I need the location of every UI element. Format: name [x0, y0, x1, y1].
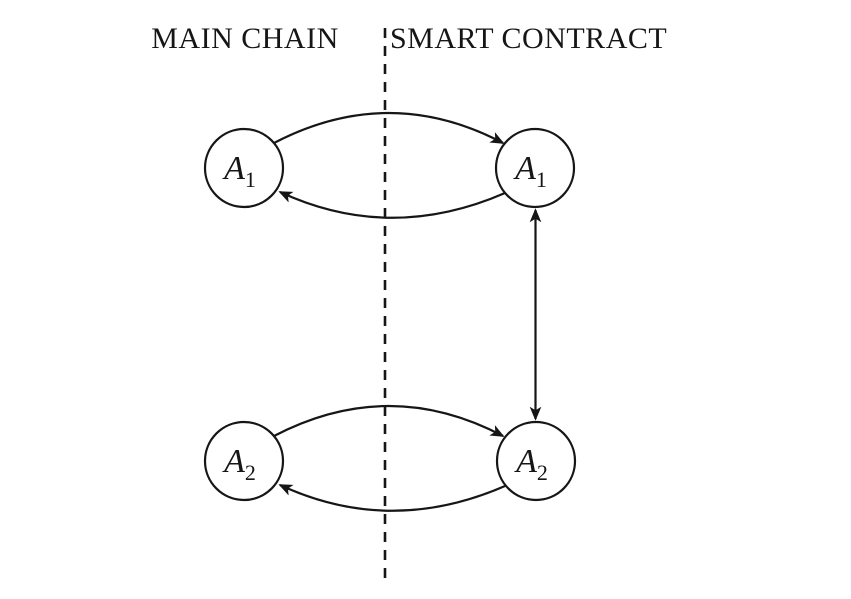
main-chain-a1-label: A1 [222, 150, 256, 192]
node-label-subscript: 1 [245, 167, 256, 192]
edge-main-a2-to-contract-a2 [273, 404, 505, 437]
main-chain-a2-label: A2 [222, 443, 256, 485]
smart-contract-a2-node [495, 420, 577, 502]
smart-contract-a1-node [494, 127, 576, 209]
main-chain-header: MAIN CHAIN [151, 22, 339, 55]
main-chain-a1-node [203, 127, 285, 209]
main-chain-a2-node [203, 420, 285, 502]
node-label-subscript: 2 [537, 460, 548, 485]
node-label-base: A [514, 443, 537, 480]
node-label-subscript: 1 [536, 167, 547, 192]
edge-contract-a1-to-main-a1 [278, 191, 506, 219]
edge-contract-a2-to-main-a2 [278, 484, 506, 512]
node-label-subscript: 2 [245, 460, 256, 485]
smart-contract-a2-label: A2 [514, 443, 548, 485]
node-label-base: A [222, 443, 245, 480]
smart-contract-a1-label: A1 [513, 150, 547, 192]
smart-contract-header: SMART CONTRACT [390, 22, 667, 55]
node-label-base: A [513, 150, 536, 187]
node-label-base: A [222, 150, 245, 187]
edge-main-a1-to-contract-a1 [273, 111, 505, 144]
